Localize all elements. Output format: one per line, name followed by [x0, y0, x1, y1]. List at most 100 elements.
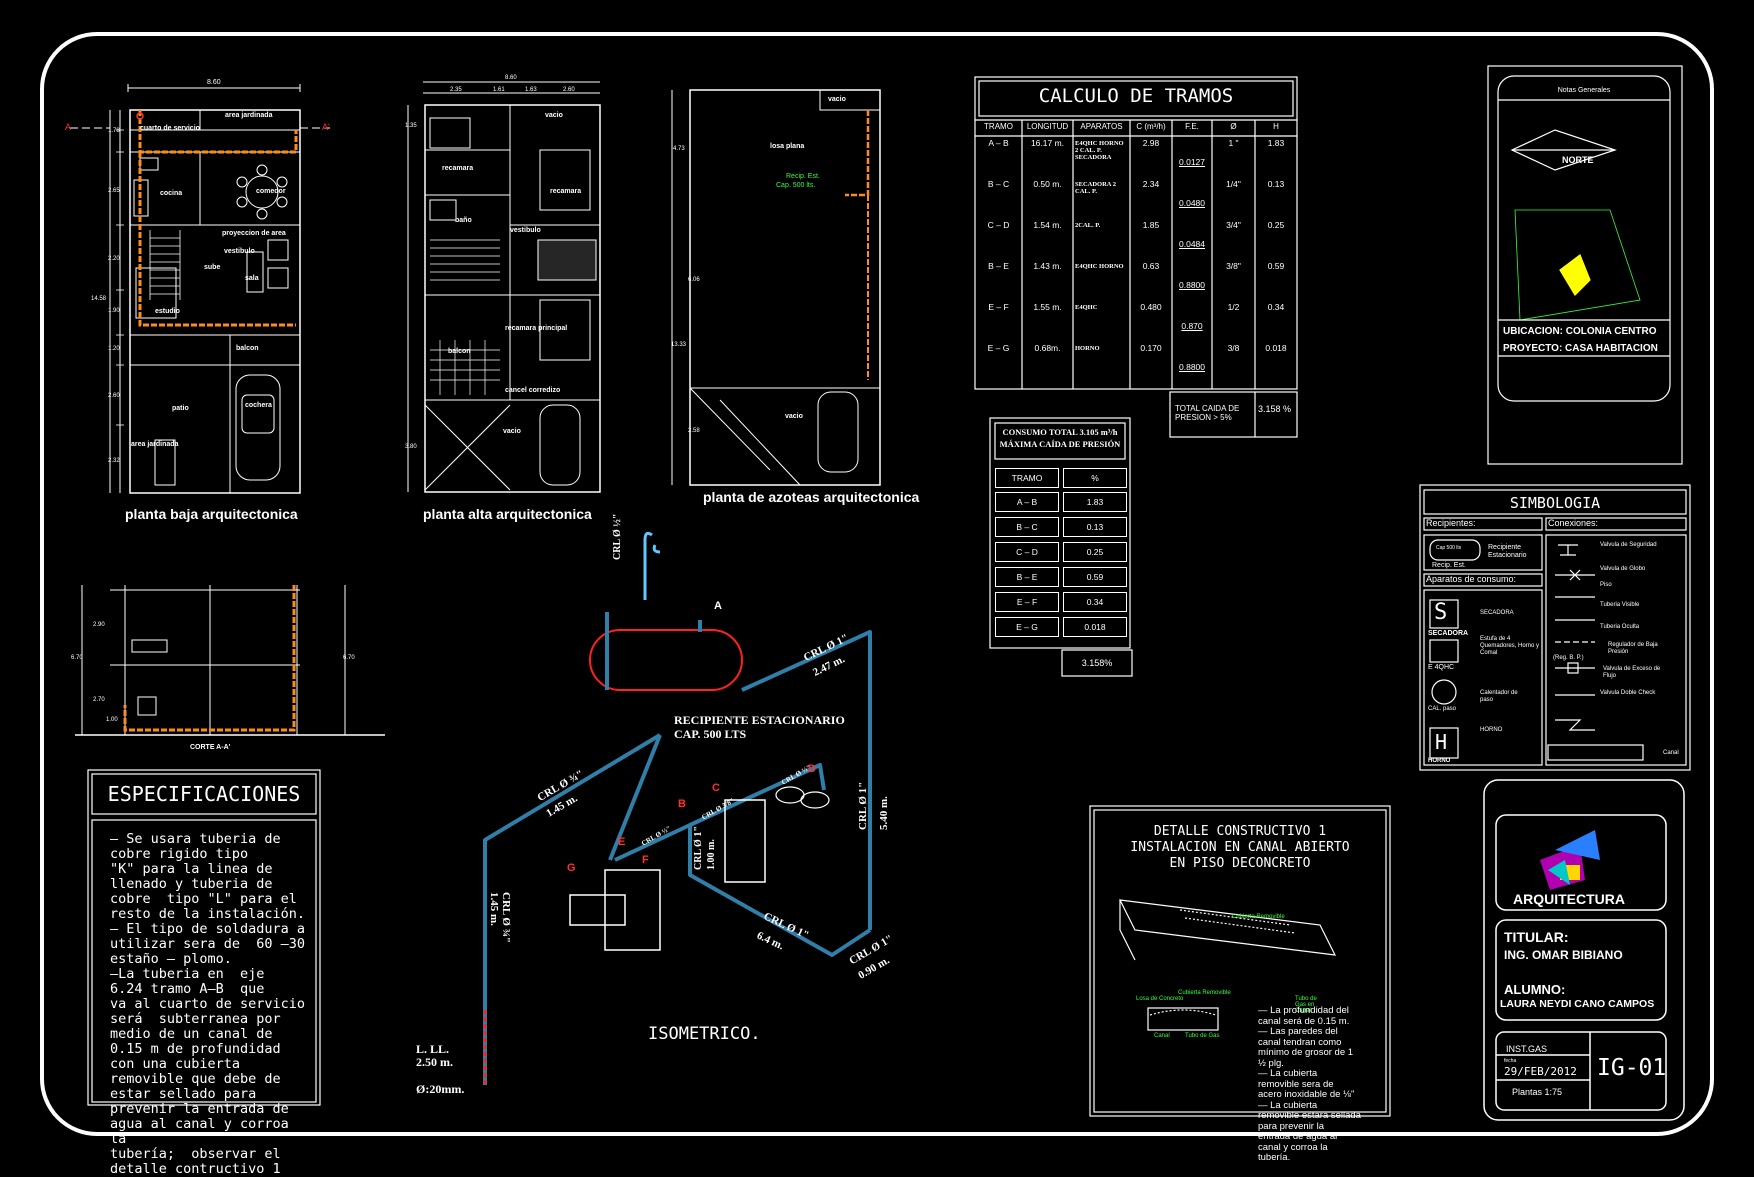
detail-callout: Tubo de Gas en Canal	[1295, 996, 1317, 1014]
node-label: C	[712, 782, 720, 794]
roof-plan-title: planta de azoteas arquitectonica	[703, 489, 920, 505]
aparato-symbol: S	[1434, 600, 1448, 625]
dim-label: 6.06	[688, 277, 700, 283]
simbologia-section: Aparatos de consumo:	[1426, 574, 1517, 584]
titular-name: ING. OMAR BIBIANO	[1504, 948, 1623, 962]
calc-cell: 0.8800	[1179, 362, 1205, 372]
school-name: ARQUITECTURA	[1513, 891, 1625, 907]
calc-cell: 3/8	[1227, 343, 1240, 353]
conexion-label: Regulador de Baja Presión	[1608, 642, 1658, 655]
dim-label: 2.65	[108, 188, 120, 194]
dim-label: 8.60	[505, 75, 517, 81]
conexion-label: (Reg. B. P.)	[1553, 655, 1584, 661]
consumo-total: 3.158%	[1081, 658, 1113, 668]
alumno-name: LAURA NEYDI CANO CAMPOS	[1500, 998, 1655, 1010]
room-label: Cap. 500 lts.	[776, 182, 816, 189]
specs-text: — Se usara tuberia de cobre rigido tipo …	[110, 831, 306, 1177]
detail-callout: Cubierta Removible	[1178, 990, 1231, 996]
calc-cell: 2.34	[1142, 179, 1160, 189]
calc-cell: 3/4"	[1226, 220, 1241, 230]
subject: INST.GAS	[1506, 1044, 1548, 1054]
pipe-label: CRL Ø ½"	[612, 513, 623, 560]
calc-cell: 0.0127	[1179, 157, 1205, 167]
pipe-label: CRL Ø ¾"	[500, 892, 512, 944]
notes-title: Notas Generales	[1557, 87, 1611, 94]
room-label: vestibulo	[224, 248, 255, 255]
room-label: cuarto de servicio	[140, 125, 200, 132]
dim-label: 4.73	[673, 146, 685, 152]
recipiente-abbr: Recip. Est.	[1432, 562, 1466, 569]
dim-label: 8.60	[207, 79, 221, 86]
tank-label-1: RECIPIENTE ESTACIONARIO	[674, 713, 845, 727]
gas-line-ground	[138, 110, 298, 327]
pipe-label: CRL Ø 1"	[857, 781, 869, 830]
calc-cell: E4QHC	[1075, 304, 1098, 311]
detail-callout: Tubo de Gas	[1185, 1033, 1220, 1039]
room-label: cocina	[160, 190, 183, 197]
titular-label: TITULAR:	[1504, 929, 1569, 945]
calc-cell: 0.8800	[1179, 280, 1205, 290]
consumo-cell: E – F	[995, 592, 1059, 612]
detail-callout: Canal	[1154, 1033, 1170, 1039]
consumo-cell: A – B	[995, 492, 1059, 512]
calc-cell: 0.63	[1142, 261, 1160, 271]
scale: Plantas 1:75	[1512, 1087, 1563, 1097]
section-title: CORTE A-A'	[190, 744, 231, 751]
calc-cell: 0.50 m.	[1033, 179, 1062, 189]
aparato-desc: SECADORA	[1480, 610, 1514, 616]
calc-total-value: 3.158 %	[1258, 404, 1292, 414]
dim-label: 6.70	[71, 655, 83, 661]
alumno-label: ALUMNO:	[1504, 982, 1566, 997]
calc-cell: 0.0480	[1179, 198, 1205, 208]
detail-title-2: INSTALACION EN CANAL ABIERTO	[1130, 840, 1350, 855]
conexion-label: Valvula Doble Check	[1600, 690, 1656, 696]
aparato-desc: HORNO	[1480, 727, 1503, 733]
calc-cell: B – E	[988, 261, 1009, 271]
conexion-label: Canal	[1663, 750, 1679, 756]
proyecto: PROYECTO: CASA HABITACION	[1503, 343, 1658, 354]
calc-total-label: TOTAL CAIDA DE PRESION > 5%	[1175, 404, 1240, 422]
consumo-header-cell: %	[1063, 468, 1127, 488]
dim-label: 2.20	[108, 256, 120, 262]
consumo-cell: E – G	[995, 617, 1059, 637]
gas-line-roof	[845, 110, 870, 197]
calc-table-frame	[974, 76, 1298, 438]
pipe-label: CRL Ø 1"	[693, 826, 704, 870]
node-label: B	[678, 798, 686, 810]
calc-cell: 0.018	[1265, 343, 1287, 353]
dim-label: 2.32	[108, 458, 120, 464]
llenado-label: L. LL.	[416, 1042, 450, 1056]
isometric-title: ISOMETRICO.	[648, 1024, 761, 1044]
dim-label: 1.63	[525, 87, 537, 93]
room-label: cochera	[245, 402, 272, 409]
north-arrow-icon: NORTE	[1562, 155, 1594, 165]
room-label: losa plana	[770, 143, 805, 150]
calc-cell: E4QHC HORNO 2 CAL. P. SECADORA	[1075, 140, 1124, 161]
dim-label: 13.33	[671, 342, 687, 348]
calc-cell: 1.43 m.	[1033, 261, 1062, 271]
consumo-title-1: CONSUMO TOTAL 3.105 m³/h	[1002, 427, 1118, 437]
calc-cell: 16.17 m.	[1030, 138, 1065, 148]
consumo-cell: 0.018	[1063, 617, 1127, 637]
consumo-cell: 0.25	[1063, 542, 1127, 562]
calc-cell: 0.870	[1181, 321, 1203, 331]
calc-cell: 3/8"	[1226, 261, 1241, 271]
detail-callout: Cubierta Removible	[1232, 914, 1285, 920]
calc-cell: A – B	[988, 138, 1009, 148]
node-label: D	[808, 763, 816, 775]
calc-cell: C – D	[987, 220, 1010, 230]
calc-cell: 2CAL. P.	[1075, 222, 1101, 229]
node-label: A	[714, 600, 722, 612]
date: 29/FEB/2012	[1504, 1065, 1577, 1078]
room-label: patio	[172, 405, 189, 412]
pipe-label: 5.40 m.	[878, 796, 890, 830]
title-block-frame	[1483, 779, 1685, 1121]
consumo-cell: B – E	[995, 567, 1059, 587]
dim-label: 1.78	[108, 128, 120, 134]
specs-frame	[87, 769, 321, 1106]
calc-cell: 1 "	[1228, 138, 1239, 148]
aparato-desc: Calentador de paso	[1480, 690, 1518, 703]
calc-cell: 0.34	[1267, 302, 1285, 312]
room-label: sube	[204, 264, 221, 271]
